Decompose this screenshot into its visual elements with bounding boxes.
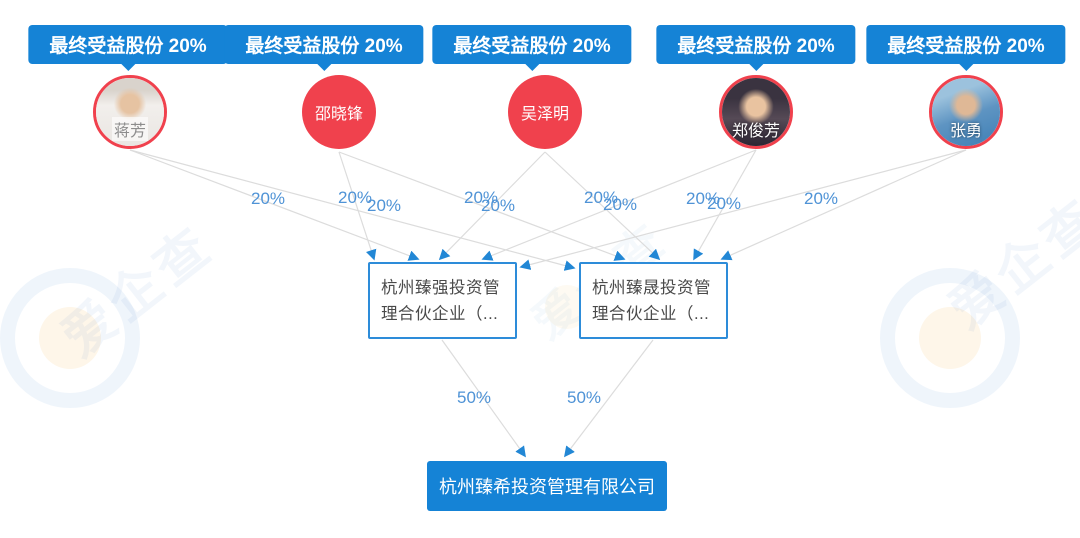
person-node-zhangyong[interactable]: 张勇 bbox=[929, 75, 1003, 149]
ownership-percentage-label: 20% bbox=[685, 189, 721, 208]
person-node-zhengjunfang[interactable]: 郑俊芳 bbox=[719, 75, 793, 149]
person-name: 郑俊芳 bbox=[731, 123, 781, 141]
ownership-percentage-label: 20% bbox=[250, 189, 286, 208]
ownership-percentage-label: 20% bbox=[583, 188, 619, 207]
edge-wuzeming-zhenqiang bbox=[438, 151, 546, 261]
edge-zhengjunfang-zhenqiang bbox=[481, 149, 757, 261]
ownership-percentage-label: 20% bbox=[602, 195, 638, 214]
edge-jiangfang-zhensheng bbox=[129, 149, 576, 271]
company-node-zhensheng[interactable]: 杭州臻晟投资管理合伙企业（... bbox=[579, 262, 728, 339]
edge-shaoxiaofeng-zhenqiang bbox=[338, 151, 377, 261]
edge-zhengjunfang-zhensheng bbox=[693, 149, 757, 261]
beneficiary-banner: 最终受益股份 20% bbox=[866, 25, 1066, 64]
aiqicha-logo-core bbox=[39, 307, 101, 369]
edge-zhensheng-zhenxi bbox=[564, 339, 654, 458]
investment-percentage-label: 50% bbox=[566, 388, 602, 407]
ownership-percentage-label: 20% bbox=[706, 194, 742, 213]
person-name: 蒋芳 bbox=[111, 117, 149, 142]
ownership-percentage-label: 20% bbox=[337, 188, 373, 207]
company-node-zhenxi[interactable]: 杭州臻希投资管理有限公司 bbox=[427, 461, 667, 511]
person-node-jiangfang[interactable]: 蒋芳 bbox=[93, 75, 167, 149]
person-node-wuzeming[interactable]: 吴泽明 bbox=[508, 75, 582, 149]
edge-wuzeming-zhensheng bbox=[544, 151, 661, 261]
beneficiary-banner: 最终受益股份 20% bbox=[656, 25, 856, 64]
beneficiary-banner: 最终受益股份 20% bbox=[28, 25, 228, 64]
edge-zhenqiang-zhenxi bbox=[441, 339, 526, 458]
edge-shaoxiaofeng-zhensheng bbox=[338, 151, 626, 261]
person-photo bbox=[932, 78, 1000, 146]
person-name: 张勇 bbox=[949, 123, 983, 141]
person-name: 邵晓锋 bbox=[314, 106, 363, 123]
beneficiary-banner: 最终受益股份 20% bbox=[432, 25, 632, 64]
beneficiary-banner: 最终受益股份 20% bbox=[224, 25, 424, 64]
ownership-percentage-label: 20% bbox=[366, 196, 402, 215]
company-node-zhenqiang[interactable]: 杭州臻强投资管理合伙企业（... bbox=[368, 262, 517, 339]
person-photo bbox=[722, 78, 790, 146]
edge-jiangfang-zhenqiang bbox=[129, 149, 420, 261]
aiqicha-logo-core bbox=[919, 307, 981, 369]
edge-zhangyong-zhensheng bbox=[720, 149, 967, 261]
person-name: 吴泽明 bbox=[520, 106, 569, 123]
investment-percentage-label: 50% bbox=[456, 388, 492, 407]
ownership-percentage-label: 20% bbox=[463, 188, 499, 207]
person-node-shaoxiaofeng[interactable]: 邵晓锋 bbox=[302, 75, 376, 149]
edge-zhangyong-zhenqiang bbox=[519, 149, 967, 270]
ownership-percentage-label: 20% bbox=[803, 189, 839, 208]
ownership-percentage-label: 20% bbox=[480, 196, 516, 215]
